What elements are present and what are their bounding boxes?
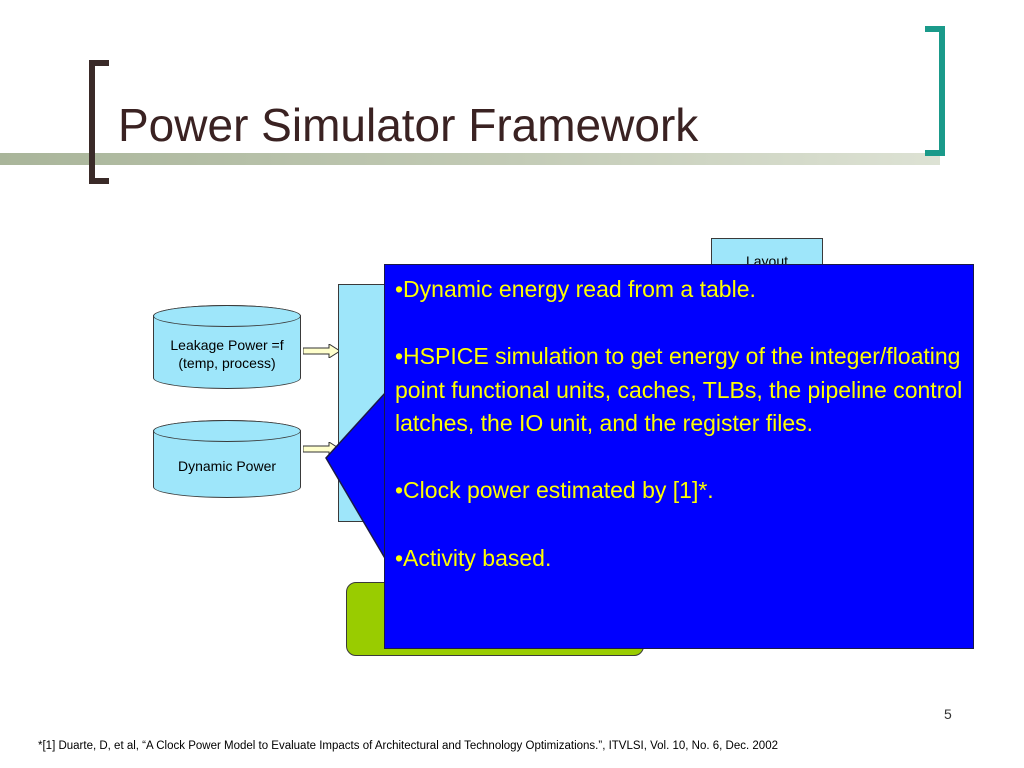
left-bracket-decoration [89,60,109,184]
callout-bullet-2: •HSPICE simulation to get energy of the … [395,343,963,437]
cylinder-top [152,419,301,442]
dynamic-power-label: Dynamic Power [177,457,277,474]
cylinder-top [152,304,301,327]
title-band [0,153,940,165]
footnote: *[1] Duarte, D, et al, “A Clock Power Mo… [38,740,778,752]
leakage-power-label: Leakage Power =f (temp, process) [170,336,284,371]
page-number: 5 [944,706,952,722]
callout-bullet-1: •Dynamic energy read from a table. [395,276,756,302]
callout-bullet-3: •Clock power estimated by [1]*. [395,477,714,504]
arrow-right-icon [303,344,341,358]
right-bracket-decoration [925,26,945,156]
callout-bullet-4: •Activity based. [395,544,552,571]
dynamic-power-database: Dynamic Power [152,419,301,498]
slide-title: Power Simulator Framework [118,99,699,151]
leakage-power-database: Leakage Power =f (temp, process) [152,304,301,389]
arrow-right-icon [303,442,341,456]
callout-box: •Dynamic energy read from a table. •HSPI… [384,264,974,649]
